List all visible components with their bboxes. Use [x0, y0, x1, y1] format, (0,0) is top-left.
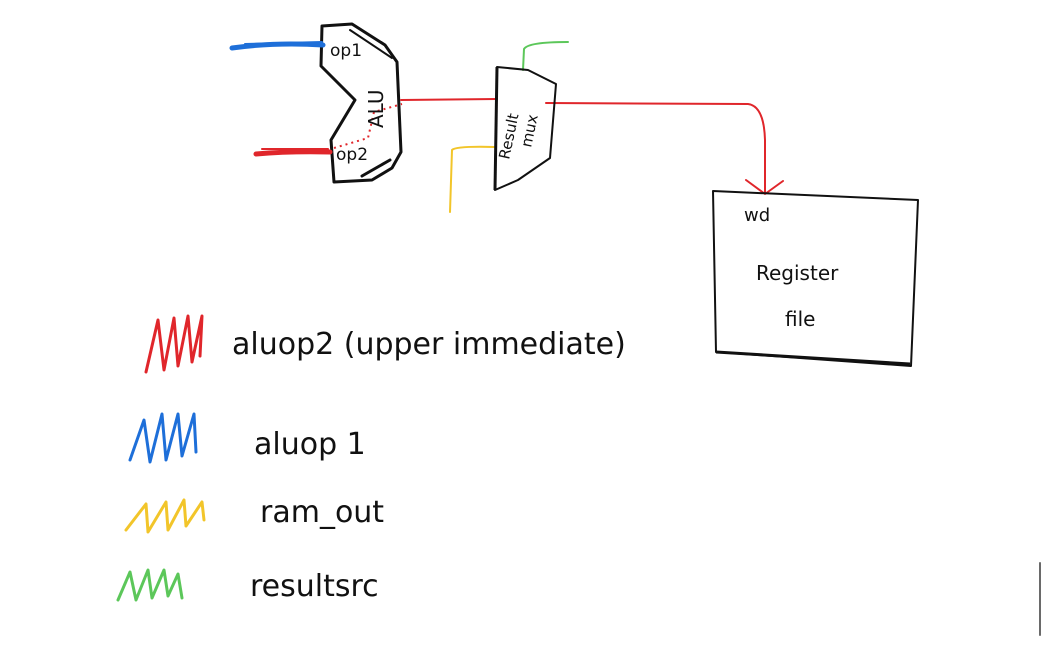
- legend-label-aluop1: aluop 1: [254, 427, 366, 462]
- resultsrc-wire: [522, 41, 569, 71]
- register-file-label-line1: Register: [756, 261, 839, 285]
- register-file-block: [712, 190, 919, 367]
- register-file-label-line2: file: [785, 307, 815, 331]
- legend-label-ram-out: ram_out: [260, 495, 384, 530]
- legend-swatch-blue: [128, 412, 198, 464]
- result-mux-block: [493, 66, 557, 191]
- legend-swatch-yellow: [124, 498, 206, 534]
- legend-label-resultsrc: resultsrc: [250, 569, 379, 604]
- mux-to-regfile-wire: [545, 102, 766, 193]
- alu-label: ALU: [364, 90, 388, 128]
- legend-swatch-red: [144, 314, 204, 374]
- legend: aluop2 (upper immediate) aluop 1 ram_out…: [116, 314, 626, 604]
- vertical-scrollbar-thumb[interactable]: [1039, 562, 1041, 636]
- alu-internal-dotted-path: [333, 103, 403, 149]
- ram-out-wire: [449, 145, 495, 213]
- legend-swatch-green: [116, 568, 184, 602]
- aluop1-wire: [229, 41, 326, 51]
- aluop2-wire: [253, 149, 333, 157]
- legend-label-aluop2: aluop2 (upper immediate): [232, 327, 626, 362]
- alu-port-op2-label: op2: [336, 145, 368, 165]
- alu-to-mux-wire: [400, 98, 498, 101]
- alu-block: [319, 22, 403, 184]
- alu-port-op1-label: op1: [330, 41, 362, 61]
- register-file-wd-label: wd: [744, 205, 770, 226]
